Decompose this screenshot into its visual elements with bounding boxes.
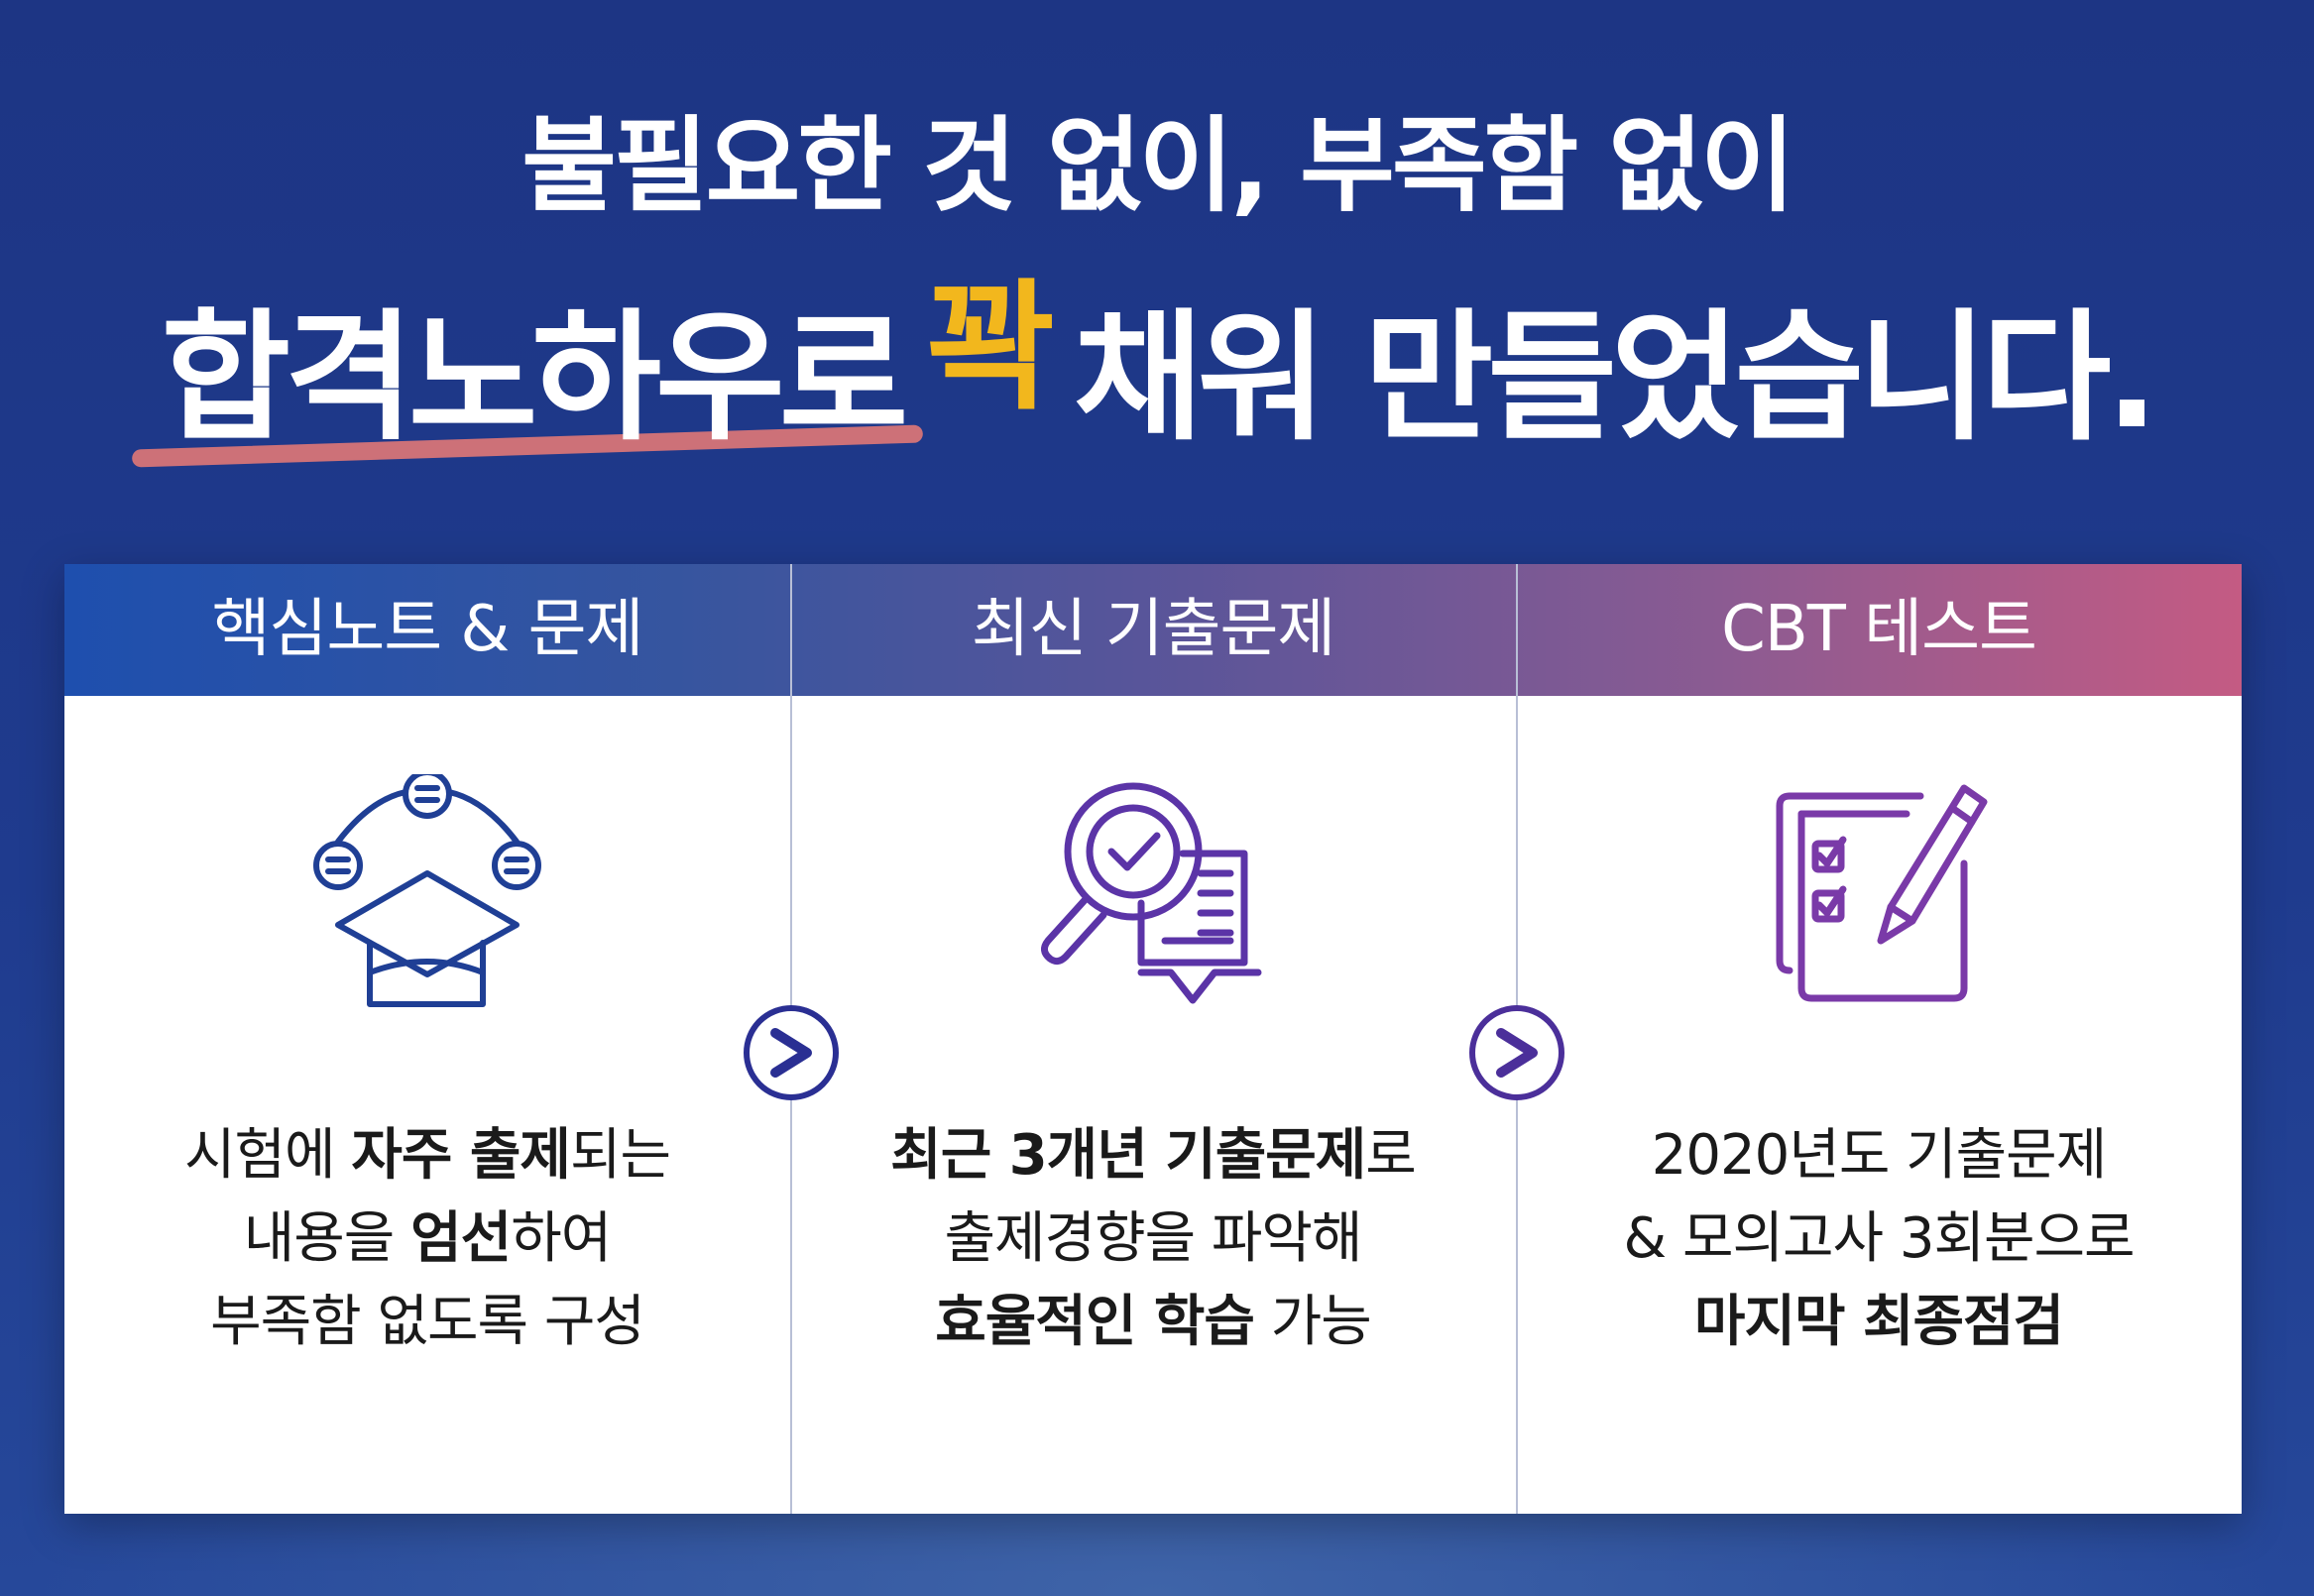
- emphasis-text: 마지막 최종점검: [1693, 1290, 2064, 1354]
- description-line: 부족함 없도록 구성: [64, 1281, 790, 1364]
- panel-header-bar: [64, 564, 2242, 696]
- headline-highlight: 합격노하우로: [131, 263, 923, 468]
- chevron-right-circle-icon: [1469, 1005, 1564, 1100]
- description-text: & 모의고사 3회분으로: [1623, 1206, 2135, 1271]
- description-text: 출제경향을 파악해: [944, 1206, 1363, 1271]
- chevron-right-circle-icon: [744, 1005, 839, 1100]
- headline-line-1: 불필요한 것 없이, 부족함 없이: [521, 105, 1795, 226]
- description-line: 최근 3개년 기출문제로: [790, 1114, 1516, 1197]
- description-line: 출제경향을 파악해: [790, 1197, 1516, 1281]
- graduation-cap-network-icon: [313, 774, 541, 1007]
- emphasis-text: 효율적인 학습: [935, 1290, 1255, 1354]
- description-line: & 모의고사 3회분으로: [1516, 1197, 2242, 1281]
- description-text: 시험에: [184, 1123, 352, 1188]
- description-text: 되는: [569, 1123, 671, 1188]
- emphasis-text: 자주 출제: [351, 1123, 571, 1188]
- emphasis-text: 최근 3개년 기출문제: [890, 1123, 1366, 1188]
- description-text: 로: [1365, 1123, 1417, 1188]
- emphasis-text: 엄선: [410, 1206, 512, 1271]
- description-line: 시험에 자주 출제되는: [64, 1114, 790, 1197]
- description-text: 하여: [511, 1206, 612, 1271]
- column-title: 최신 기출문제: [971, 593, 1336, 666]
- description-line: 2020년도 기출문제: [1516, 1114, 2242, 1197]
- description-line: 내용을 엄선하여: [64, 1197, 790, 1281]
- column-title: 핵심노트 & 문제: [211, 593, 644, 666]
- headline-rest: 채워 만들었습니다.: [1073, 296, 2158, 460]
- description-text: 가능: [1253, 1290, 1372, 1354]
- description-text: 내용을: [243, 1206, 411, 1271]
- description-text: 2020년도 기출문제: [1651, 1123, 2107, 1188]
- description-line: 마지막 최종점검: [1516, 1281, 2242, 1364]
- headline-accent-word: 꽉: [926, 267, 1056, 430]
- column-title: CBT 테스트: [1721, 593, 2037, 666]
- magnifier-book-check-icon: [1041, 782, 1262, 1004]
- checklist-pencil-icon: [1776, 784, 1988, 1002]
- description-text: 부족함 없도록 구성: [210, 1290, 645, 1354]
- description-line: 효율적인 학습 가능: [790, 1281, 1516, 1364]
